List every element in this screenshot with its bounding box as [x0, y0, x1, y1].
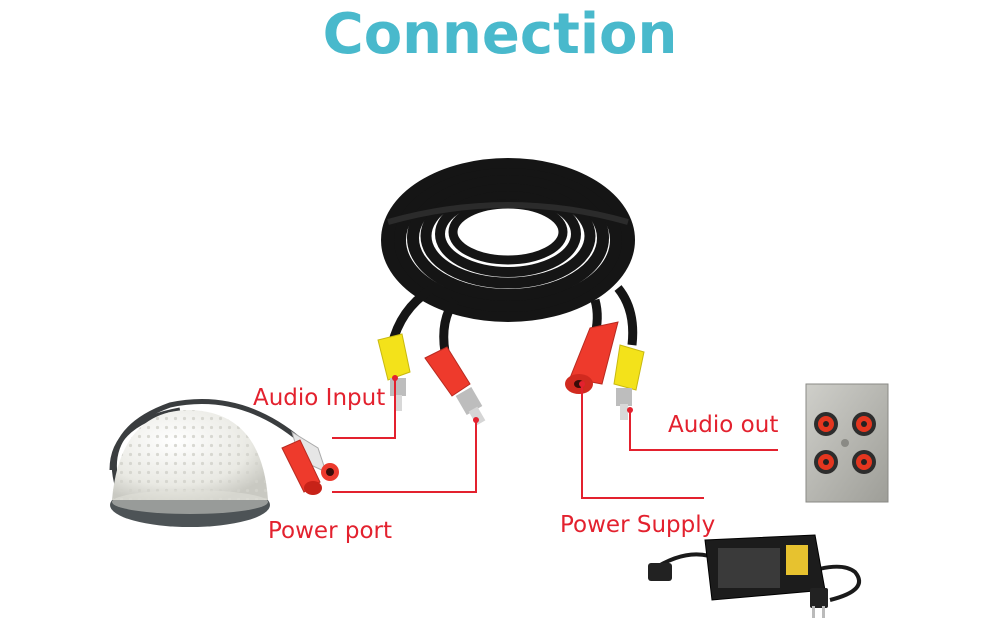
right-rca-yellow-plug-icon — [613, 344, 645, 420]
power-adapter-icon — [648, 534, 862, 618]
dc-barrel-plug-icon — [648, 563, 672, 581]
leader-dot-power-supply — [579, 381, 585, 387]
rca-jack-panel-icon — [805, 383, 889, 503]
coiled-cable-icon — [381, 158, 638, 353]
adapter-sticker-icon — [786, 545, 808, 575]
microphone-cable-icon — [109, 399, 302, 489]
mic-dc-red-plug-icon — [281, 439, 322, 495]
wall-plug-icon — [810, 588, 828, 608]
adapter-label-icon — [718, 548, 780, 588]
label-power-port: Power port — [268, 518, 392, 544]
leader-dot-power-port — [473, 417, 479, 423]
leader-lines — [332, 378, 778, 499]
rca-jack-bottom-right-icon — [852, 450, 876, 474]
rca-jack-top-left-icon — [814, 412, 838, 436]
panel-screw-icon — [841, 439, 849, 447]
leader-dot-audio-input — [392, 375, 398, 381]
page-title: Connection — [322, 2, 678, 67]
leader-dot-audio-out — [627, 407, 633, 413]
rca-jack-top-right-icon — [852, 412, 876, 436]
left-dc-red-plug-icon — [424, 346, 486, 426]
right-dc-red-jack-icon — [565, 321, 619, 394]
label-audio-input: Audio Input — [253, 385, 386, 411]
label-power-supply: Power Supply — [560, 512, 716, 538]
rca-jack-bottom-left-icon — [814, 450, 838, 474]
label-audio-out: Audio out — [668, 412, 779, 438]
dome-microphone-icon — [110, 410, 270, 527]
